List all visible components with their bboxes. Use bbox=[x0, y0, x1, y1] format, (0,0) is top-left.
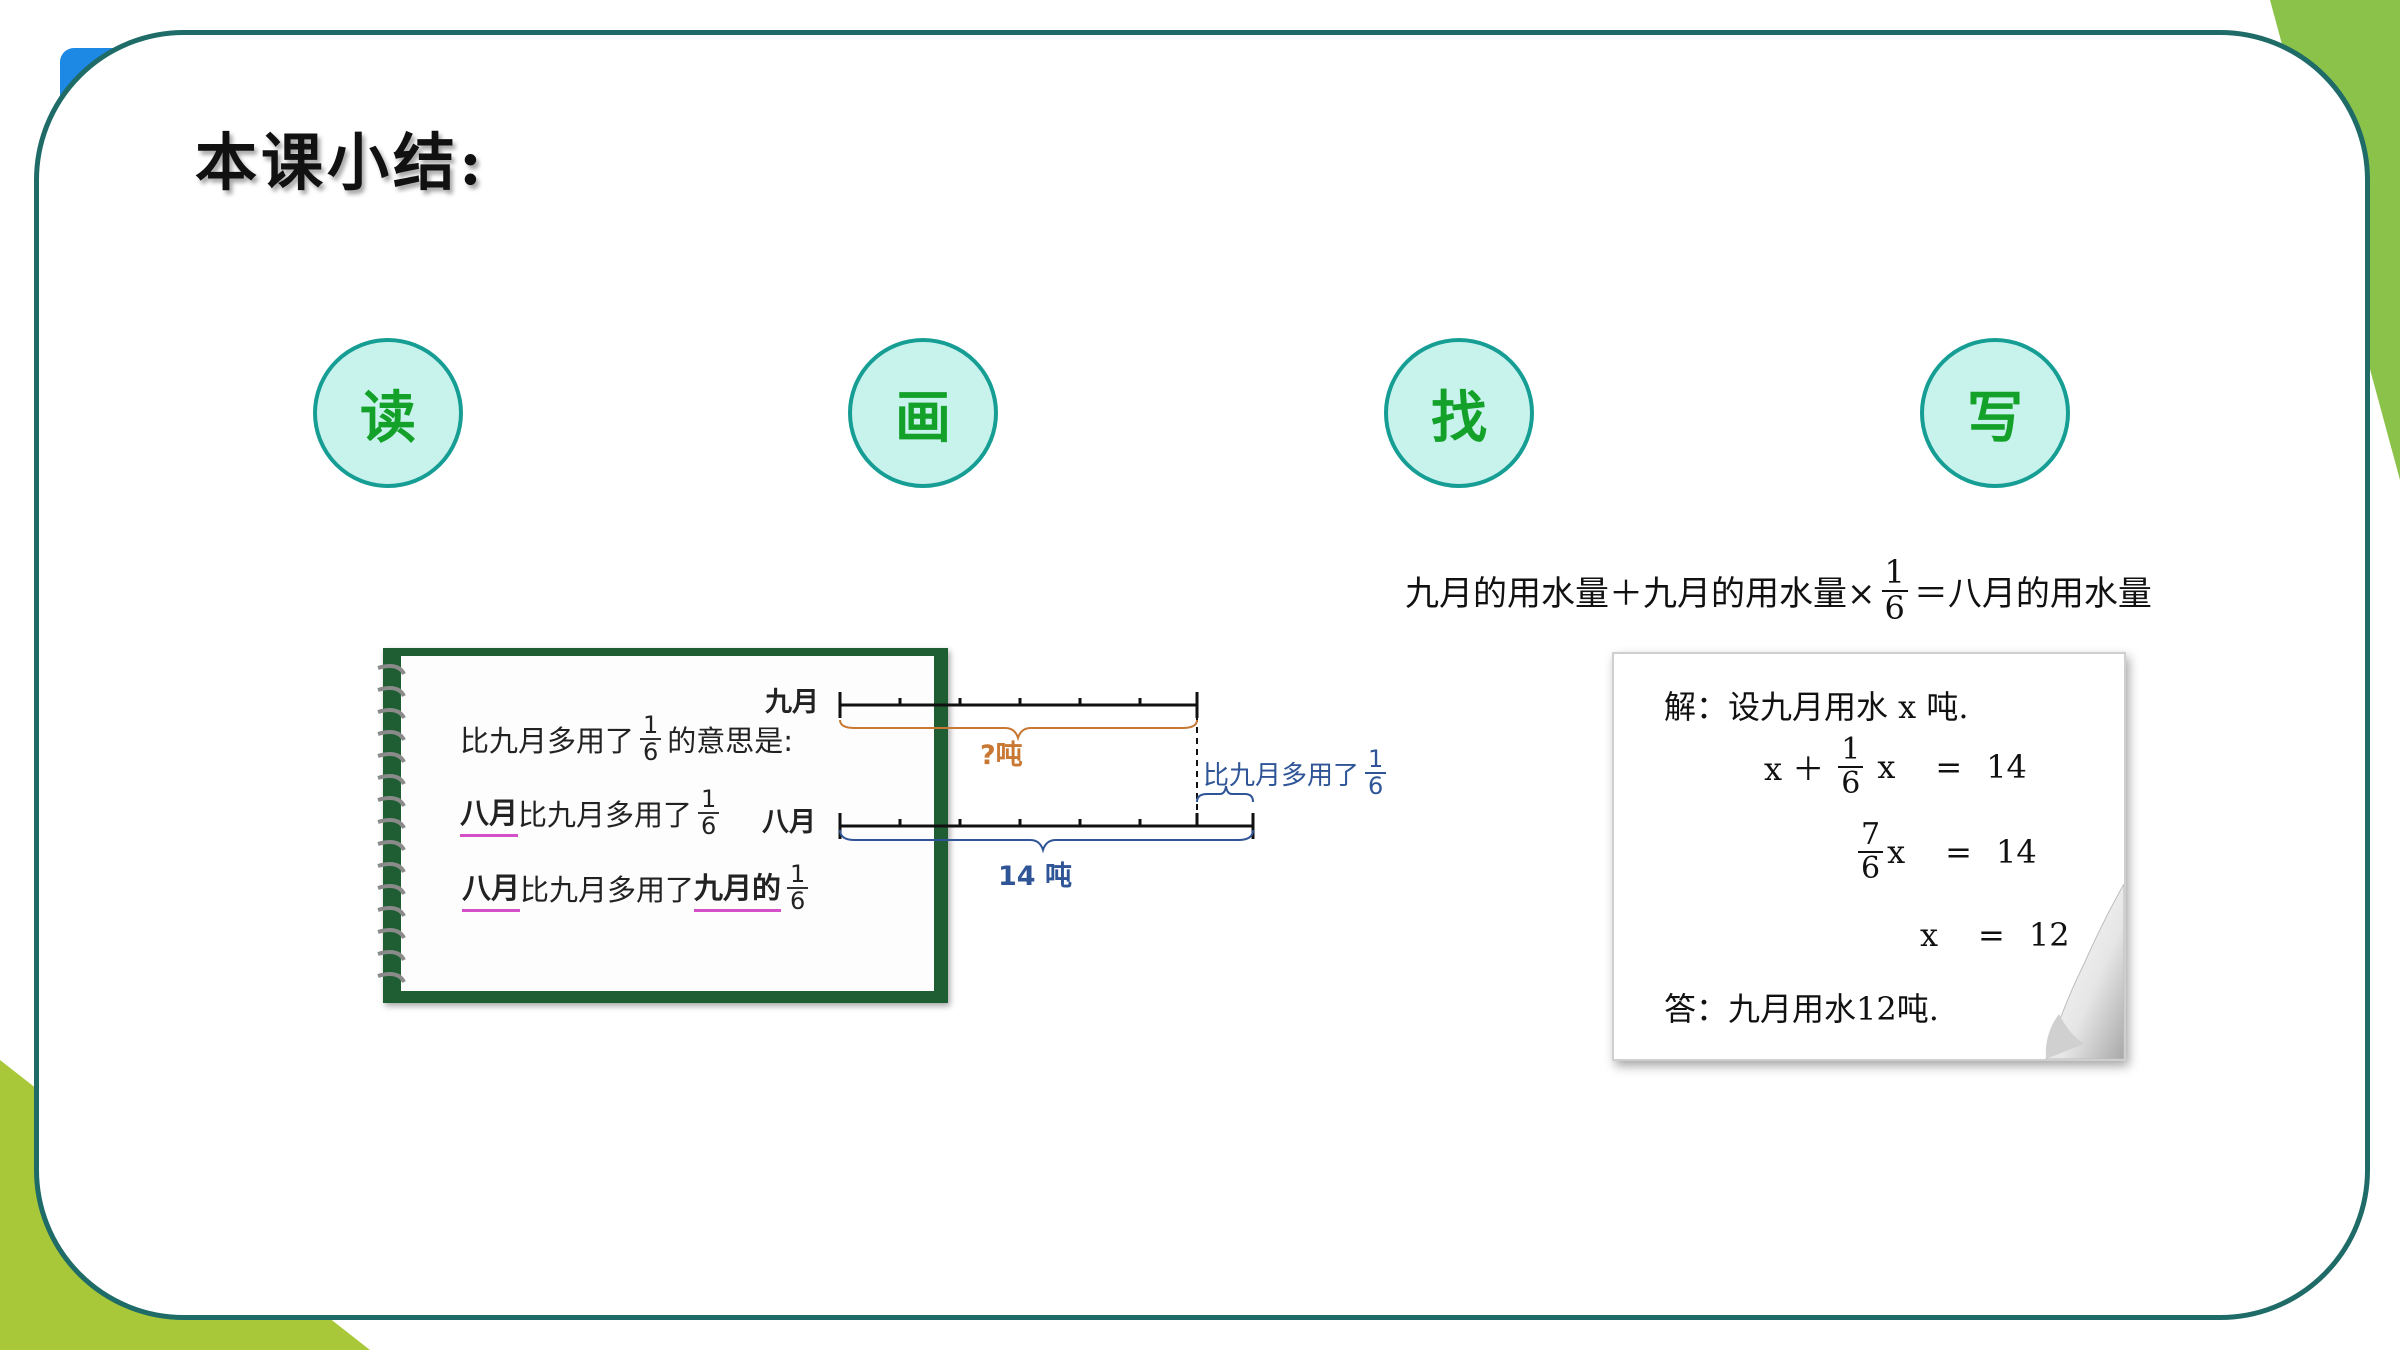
page-curl-icon bbox=[2045, 884, 2124, 1059]
aug-label: 八月 bbox=[762, 807, 816, 838]
solution-answer: 答：九月用水12吨. bbox=[1664, 990, 1939, 1028]
solution-line-1: 解：设九月用水 x 吨. bbox=[1664, 688, 1969, 726]
solution-line-4: x = 12 bbox=[1920, 916, 2070, 954]
total-label: 14 吨 bbox=[998, 861, 1072, 892]
page-title: 本课小结: bbox=[195, 126, 486, 199]
step-read[interactable]: 读 bbox=[313, 338, 463, 488]
notebook-spiral-icon bbox=[377, 664, 406, 984]
step-draw[interactable]: 画 bbox=[848, 338, 998, 488]
step-write[interactable]: 写 bbox=[1920, 338, 2070, 488]
unknown-label: ?吨 bbox=[980, 740, 1023, 771]
segment-diagram bbox=[838, 692, 1255, 854]
sep-label: 九月 bbox=[765, 687, 819, 718]
step-find[interactable]: 找 bbox=[1384, 338, 1534, 488]
notebook-paper bbox=[401, 656, 934, 991]
